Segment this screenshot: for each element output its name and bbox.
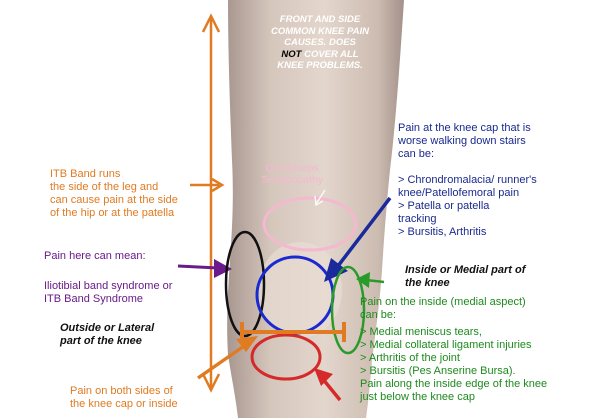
both-sides-label: Pain on both sides of the knee cap or in… — [70, 385, 178, 411]
itb-line: ITB Band runs — [50, 168, 121, 180]
kneecap-cause-item: > Chrondromalacia/ runner's — [398, 174, 537, 186]
quadriceps-line: Tendinopathy — [260, 174, 324, 186]
inside-cause-item: > Medial meniscus tears, — [360, 326, 482, 338]
header-line-4: NOT COVER ALL — [250, 49, 390, 61]
inside-line: Pain on the inside (medial aspect) — [360, 296, 526, 308]
itb-line: of the hip or at the patella — [50, 207, 175, 219]
itb-label: ITB Band runs the side of the leg and ca… — [50, 168, 178, 220]
itb-line: the side of the leg and — [50, 181, 159, 193]
inside-cause-item: > Arthritis of the joint — [360, 352, 460, 364]
iliotibial-line: ITB Band Syndrome — [44, 293, 144, 305]
kneecap-line: can be: — [398, 148, 435, 160]
quadriceps-pointer — [314, 189, 326, 206]
purple-arrow — [177, 259, 232, 278]
header-line-5: KNEE PROBLEMS. — [277, 60, 363, 71]
lateral-ellipse — [224, 230, 266, 338]
header-line-1: FRONT AND SIDE — [279, 14, 361, 25]
lateral-label: Outside or Lateral part of the knee — [60, 322, 154, 348]
green-arrow — [356, 272, 385, 288]
inside-causes-list: > Medial meniscus tears, > Medial collat… — [360, 326, 547, 404]
kneecap-causes-list: > Chrondromalacia/ runner's knee/Patello… — [398, 174, 537, 239]
both-sides-line: Pain on both sides of — [70, 385, 173, 397]
inside-cause-item: > Medial collateral ligament injuries — [360, 339, 532, 351]
kneecap-cause-item: > Bursitis, Arthritis — [398, 226, 487, 238]
header-not-word: NOT — [281, 48, 302, 60]
quadriceps-line: Quadriceps — [265, 162, 319, 174]
iliotibial-line: Iliotibial band syndrome or — [44, 280, 173, 292]
header-line-2: COMMON KNEE PAIN — [271, 25, 369, 37]
medial-label: Inside or Medial part of the knee — [405, 264, 525, 290]
kneecap-cause-item: knee/Patellofemoral pain — [398, 187, 520, 199]
itb-arrow — [190, 13, 225, 393]
header-line-3: CAUSES. DOES — [284, 37, 356, 48]
kneecap-label: Pain at the knee cap that is worse walki… — [398, 122, 531, 161]
inside-line: can be: — [360, 309, 397, 321]
header-line-4-rest: COVER ALL — [301, 48, 359, 60]
inside-label: Pain on the inside (medial aspect) can b… — [360, 296, 526, 322]
inside-cause-item: > Bursitis (Pes Anserine Bursa). — [360, 365, 516, 377]
pain-here-label: Pain here can mean: — [44, 250, 146, 262]
lateral-line: part of the knee — [60, 335, 142, 347]
orange-arrow-lower — [197, 336, 258, 380]
both-sides-line: the knee cap or inside — [70, 398, 178, 410]
iliotibial-label: Iliotibial band syndrome or ITB Band Syn… — [44, 280, 172, 306]
inside-cause-item: just below the knee cap — [360, 391, 475, 403]
inside-cause-item: Pain along the inside edge of the knee — [360, 378, 548, 390]
kneecap-line: Pain at the knee cap that is — [398, 122, 531, 134]
medial-line: the knee — [405, 277, 450, 289]
diagram-header: FRONT AND SIDE COMMON KNEE PAIN CAUSES. … — [250, 14, 390, 72]
kneecap-line: worse walking down stairs — [398, 135, 526, 147]
itb-line: can cause pain at the side — [50, 194, 178, 206]
medial-ellipse — [330, 265, 366, 355]
kneecap-cause-item: > Patella or patella — [398, 200, 490, 212]
below-knee-ellipse — [250, 333, 322, 381]
quadriceps-ellipse — [262, 196, 358, 252]
kneecap-cause-item: tracking — [398, 213, 437, 225]
quadriceps-label: Quadriceps Tendinopathy — [247, 162, 337, 186]
red-arrow — [314, 368, 342, 402]
medial-line: Inside or Medial part of — [405, 264, 526, 276]
lateral-line: Outside or Lateral — [60, 322, 155, 334]
blue-arrow — [324, 196, 392, 282]
